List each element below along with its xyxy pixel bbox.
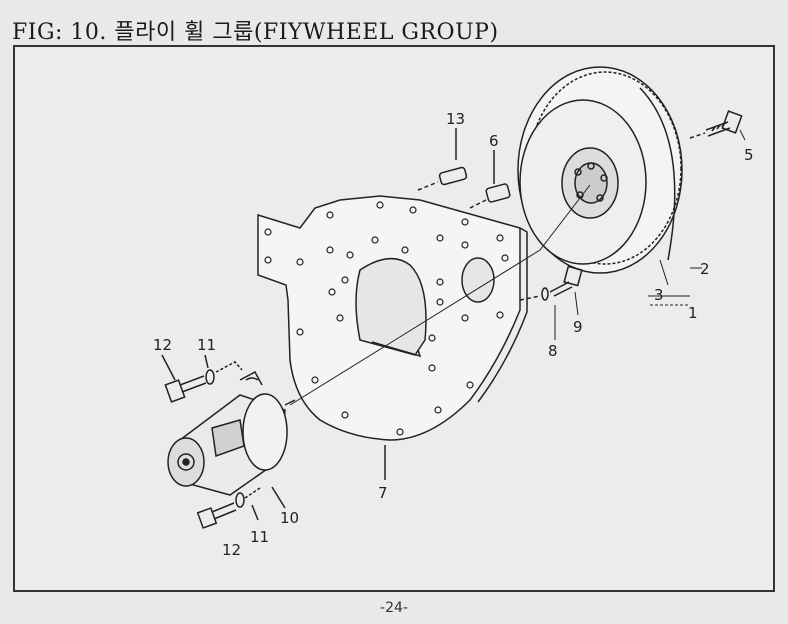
callout-9: 9	[573, 318, 583, 336]
callout-10: 10	[280, 509, 299, 527]
callout-7: 7	[378, 484, 388, 502]
bolt-5	[689, 110, 743, 139]
dowel-pin-6	[469, 150, 511, 209]
page-number: -24-	[380, 600, 408, 616]
callout-11-lower: 11	[250, 528, 269, 546]
starter-motor	[167, 370, 296, 496]
callout-5: 5	[744, 146, 754, 164]
callout-11-upper: 11	[197, 336, 216, 354]
figure-title: FIG: 10. 플라이 휠 그룹(FIYWHEEL GROUP)	[12, 20, 499, 45]
bolt-12-lower	[196, 486, 286, 529]
callouts: 1 2 3 5 6 7 8 9 10 11 11 12 12 13	[153, 110, 754, 559]
callout-3: 3	[654, 286, 664, 304]
flywheel-housing-plate	[257, 184, 591, 480]
callout-2: 2	[700, 260, 710, 278]
dowel-pin-13	[417, 128, 468, 191]
callout-13: 13	[446, 110, 465, 128]
callout-8: 8	[548, 342, 558, 360]
bolt-12-upper	[161, 354, 243, 403]
callout-1: 1	[688, 304, 698, 322]
callout-6: 6	[489, 132, 499, 150]
bolt-9	[519, 265, 583, 301]
callout-12-lower: 12	[222, 541, 241, 559]
flywheel	[517, 66, 683, 274]
callout-12-upper: 12	[153, 336, 172, 354]
